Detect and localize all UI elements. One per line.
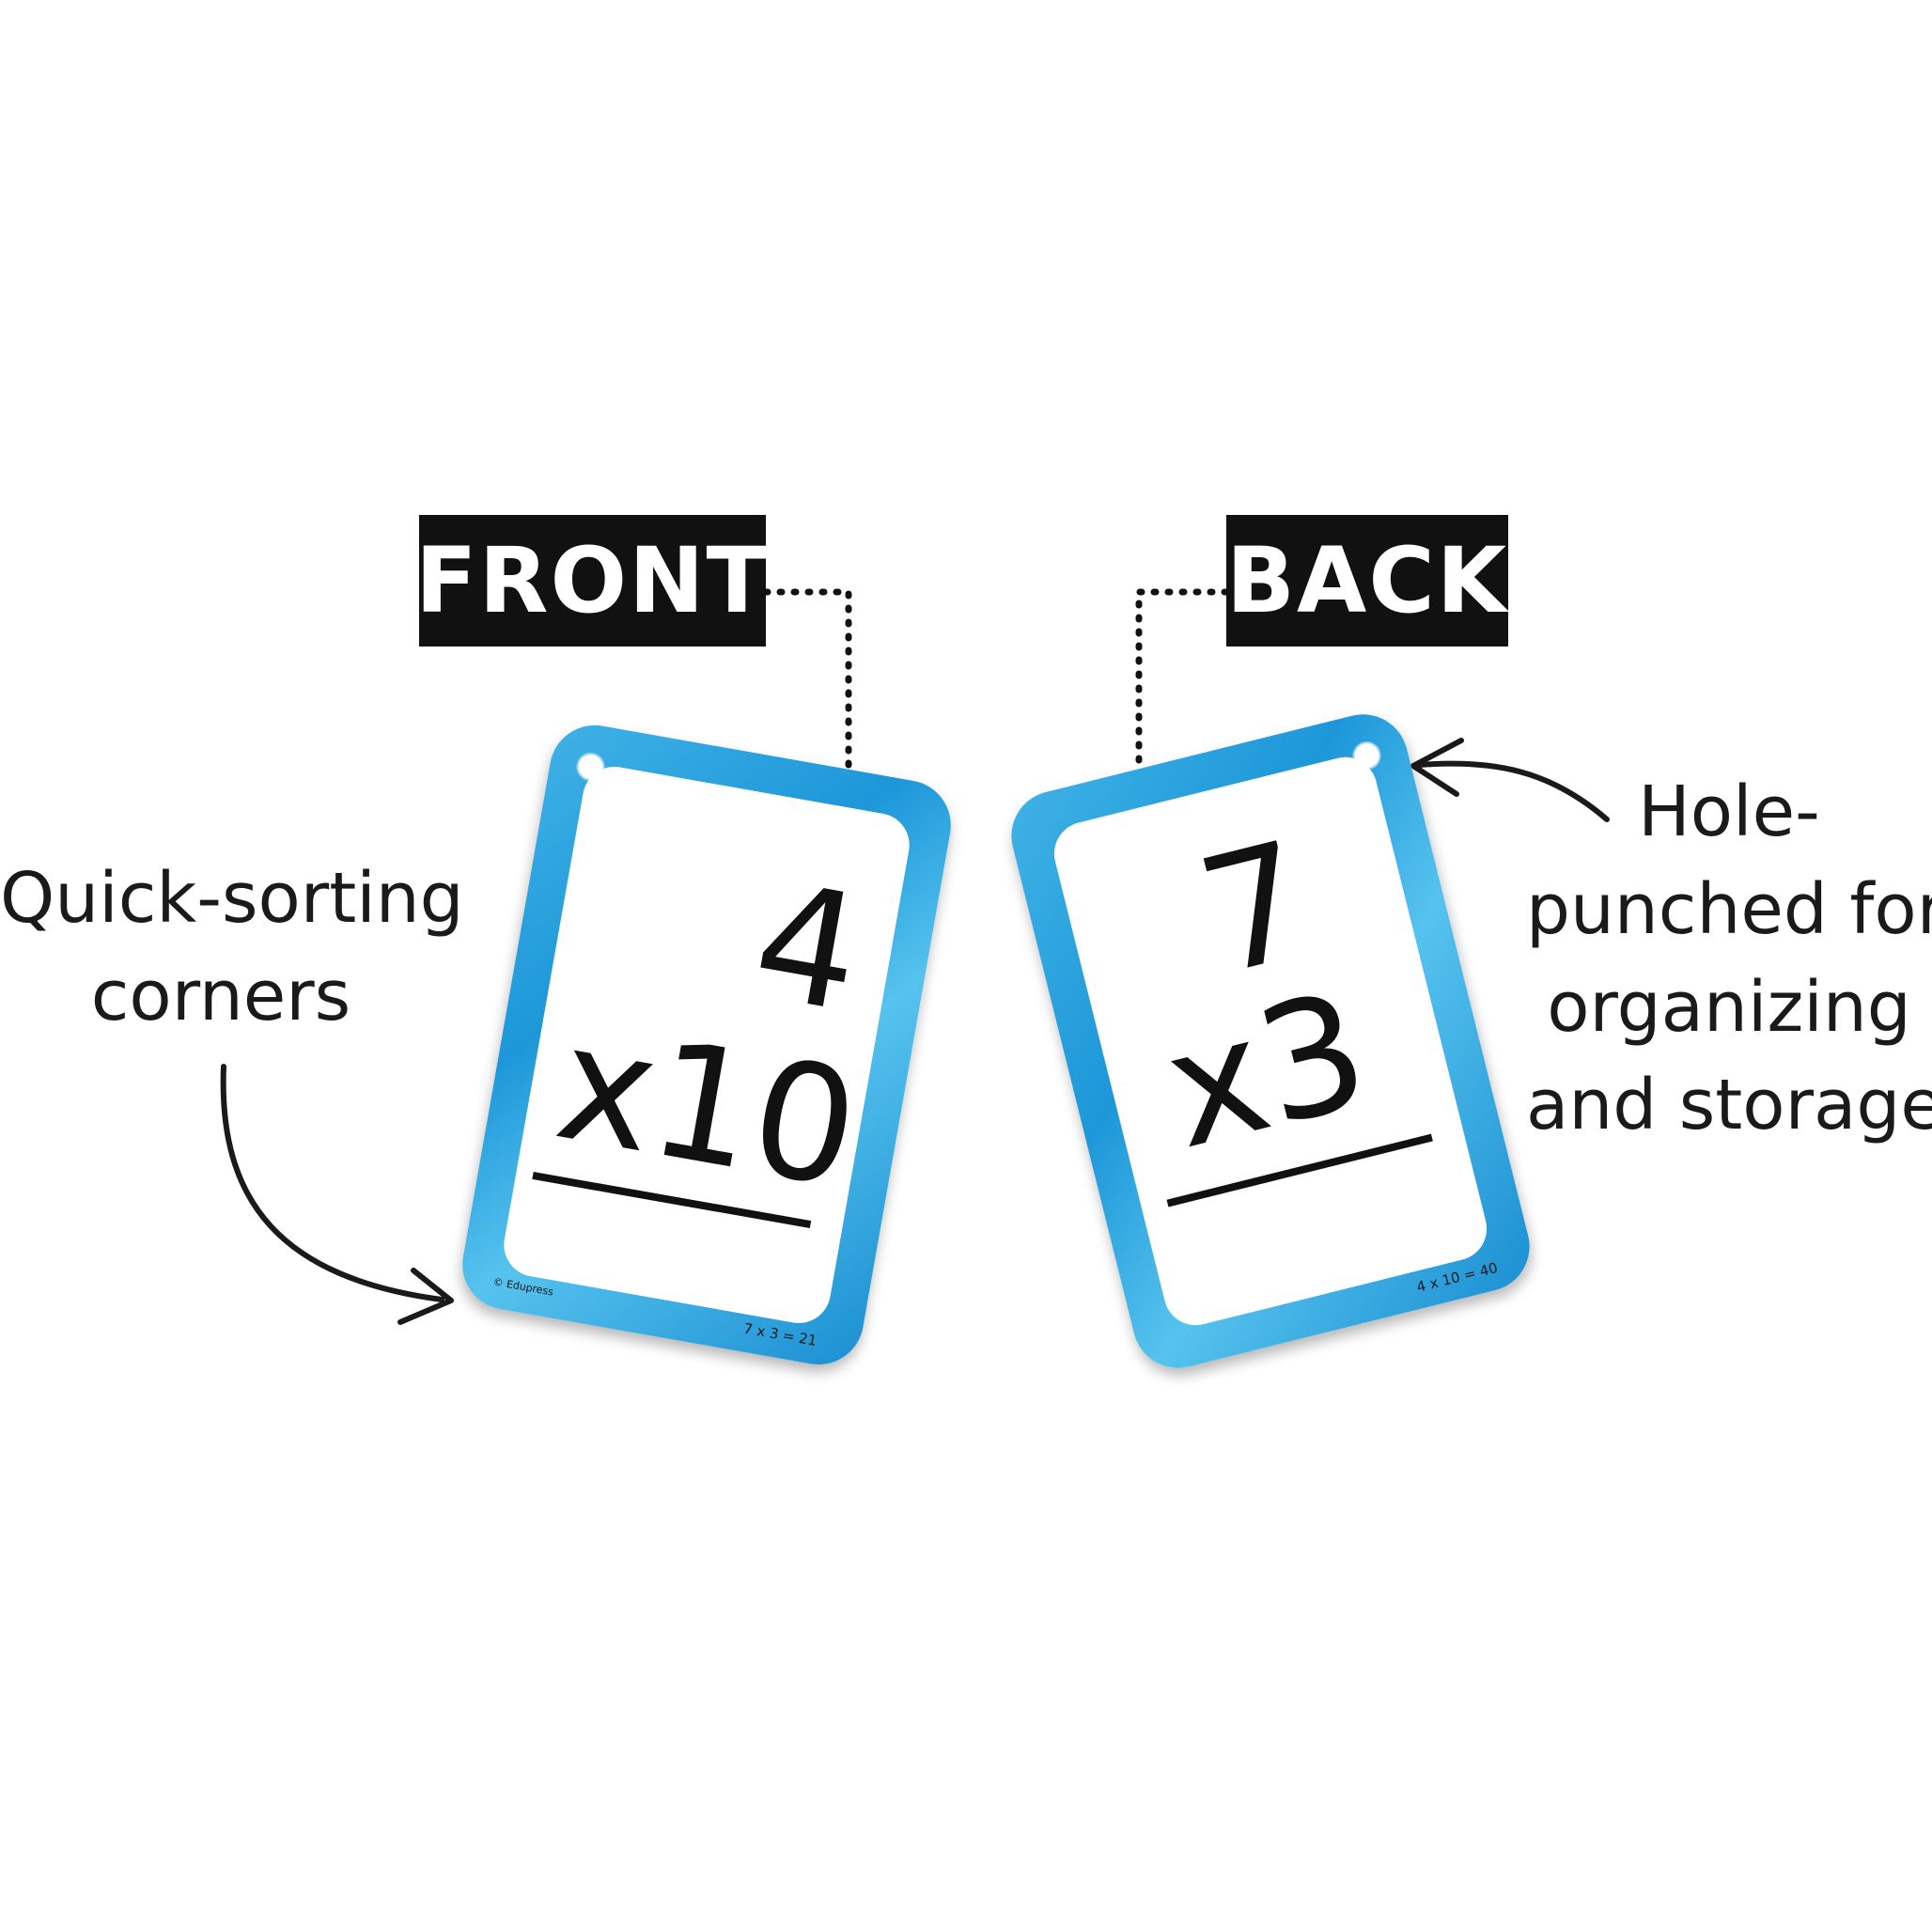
card-face: 7 x3 [1047,750,1494,1332]
bottom-number: x3 [1148,957,1385,1186]
brand-mark: © Edupress [491,1275,554,1299]
top-number: 4 [740,848,874,1049]
caption-line: corners [90,956,351,1036]
back-flash-card: 7 x3 4 x 10 = 40 [1002,705,1539,1378]
front-flash-card: 4 x10 © Edupress 7 x 3 = 21 [455,718,958,1372]
front-connector-dotted-line [762,588,852,784]
hole-punched-caption: Hole- punched for organizing and storage [1526,763,1932,1154]
caption-line: and storage [1526,1065,1932,1145]
corners-arrow-head [397,1268,454,1325]
back-connector-dotted-line [1135,588,1230,780]
caption-line: punched for [1526,869,1932,950]
caption-line: Quick-sorting [0,858,464,939]
card-face: 4 x10 [498,761,915,1329]
answer-text: 7 x 3 = 21 [741,1319,818,1349]
caption-line: organizing [1547,967,1911,1048]
back-label: BACK [1226,515,1508,647]
caption-line: Hole- [1638,771,1820,852]
front-label: FRONT [415,515,768,647]
corners-arrow [220,1064,444,1302]
quick-sorting-caption: Quick-sorting corners [0,849,464,1045]
hole-arrow-head [1410,738,1464,797]
bottom-number: x10 [544,989,871,1225]
